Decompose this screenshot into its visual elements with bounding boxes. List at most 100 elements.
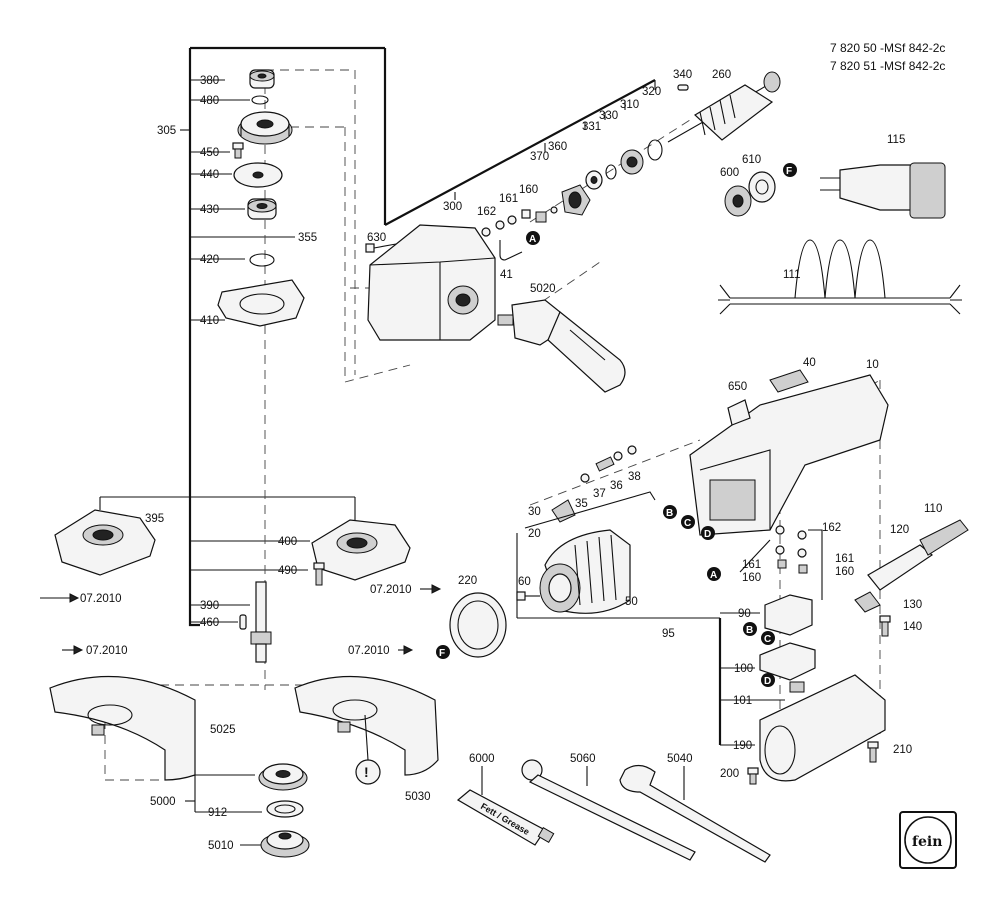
field-50	[539, 529, 631, 614]
ref-label-3: 07.2010	[86, 645, 128, 657]
bearing-380	[249, 69, 275, 89]
cable-111	[718, 239, 962, 315]
key-340	[677, 84, 689, 91]
label-111: 111	[783, 269, 800, 281]
flange-set-5000-bracket	[185, 774, 262, 846]
svg-text:B: B	[746, 625, 753, 636]
handle-cover-190	[759, 674, 886, 782]
label-355: 355	[298, 232, 317, 244]
bearing-flange-395	[54, 509, 156, 576]
label-912: 912	[208, 807, 227, 819]
svg-text:C: C	[684, 518, 691, 529]
label-300: 300	[443, 201, 462, 213]
label-450: 450	[200, 147, 219, 159]
part-101	[789, 681, 805, 693]
cable-clamp-130	[854, 591, 881, 613]
label-220: 220	[458, 575, 477, 587]
label-30: 30	[528, 506, 541, 518]
pinion-360	[561, 184, 591, 216]
warning-symbol: !	[355, 714, 381, 785]
housing-small-parts	[481, 206, 558, 261]
label-162a: 162	[477, 206, 496, 218]
label-260: 260	[712, 69, 731, 81]
label-630: 630	[367, 232, 386, 244]
label-41: 41	[500, 269, 513, 281]
label-37: 37	[593, 488, 606, 500]
svg-text:A: A	[529, 234, 536, 245]
bearing-310	[620, 149, 644, 175]
switch-cap-40	[769, 369, 809, 393]
label-160b: 160	[835, 566, 854, 578]
model-number-line-2: 7 820 51 -MSf 842-2c	[830, 59, 945, 73]
label-390: 390	[200, 600, 219, 612]
label-420: 420	[200, 254, 219, 266]
screw-200	[747, 767, 759, 785]
washer-912	[266, 800, 304, 818]
label-plate-650	[727, 399, 751, 426]
label-161b: 161	[835, 553, 854, 565]
screw-140	[879, 615, 891, 637]
label-190: 190	[733, 740, 752, 752]
plug-115	[820, 162, 946, 219]
label-340: 340	[673, 69, 692, 81]
label-95: 95	[662, 628, 675, 640]
label-101: 101	[733, 695, 752, 707]
bevel-gear-305	[237, 111, 293, 145]
label-460: 460	[200, 617, 219, 629]
label-20: 20	[528, 528, 541, 540]
screw-60	[516, 591, 540, 601]
label-480: 480	[200, 95, 219, 107]
motor-housing-10	[689, 374, 889, 536]
o-ring-320	[647, 139, 663, 161]
warning-text: !	[364, 764, 369, 780]
label-161a: 161	[499, 193, 518, 205]
wheel-guard-5030	[294, 675, 439, 776]
svg-text:D: D	[704, 529, 711, 540]
bearing-flange-400	[311, 519, 411, 581]
label-490: 490	[278, 565, 297, 577]
label-610: 610	[742, 154, 761, 166]
label-5020: 5020	[530, 283, 556, 295]
label-200: 200	[720, 768, 739, 780]
label-650: 650	[728, 381, 747, 393]
bracket-95	[517, 612, 785, 746]
label-162b: 162	[822, 522, 841, 534]
cable-sleeve-120	[867, 519, 969, 591]
label-110: 110	[924, 503, 942, 515]
marker-A-top: A	[526, 231, 540, 245]
switch-90	[764, 594, 813, 636]
label-100: 100	[734, 663, 753, 675]
label-210: 210	[893, 744, 912, 756]
circlip-480	[251, 95, 269, 105]
mounting-flange-5010	[260, 830, 310, 858]
screw-210	[867, 741, 879, 763]
ref-label-2: 07.2010	[370, 584, 412, 596]
marker-B-lower: B	[743, 622, 757, 636]
label-60: 60	[518, 576, 531, 588]
label-36: 36	[610, 480, 623, 492]
svg-text:A: A	[710, 570, 717, 581]
fein-logo: fein	[899, 811, 957, 869]
label-40: 40	[803, 357, 816, 369]
label-160c: 160	[742, 572, 761, 584]
label-160a: 160	[519, 184, 538, 196]
label-310: 310	[620, 99, 639, 111]
label-400: 400	[278, 536, 297, 548]
screw-450	[232, 142, 244, 159]
spindle-390	[250, 581, 272, 663]
label-395: 395	[145, 513, 164, 525]
label-331: 331	[582, 121, 601, 133]
label-115: 115	[887, 134, 905, 146]
assembly-305-bracket	[99, 46, 656, 627]
ref-arrow-3: 07.2010	[62, 645, 128, 657]
marker-A-right: A	[707, 567, 721, 581]
marker-C-upper: C	[681, 515, 695, 529]
key-460	[239, 614, 247, 630]
label-38: 38	[628, 471, 641, 483]
marker-D-upper: D	[701, 526, 715, 540]
label-380: 380	[200, 75, 219, 87]
label-600: 600	[720, 167, 739, 179]
gasket-410	[217, 279, 305, 327]
clamping-nut-5000	[258, 763, 308, 791]
